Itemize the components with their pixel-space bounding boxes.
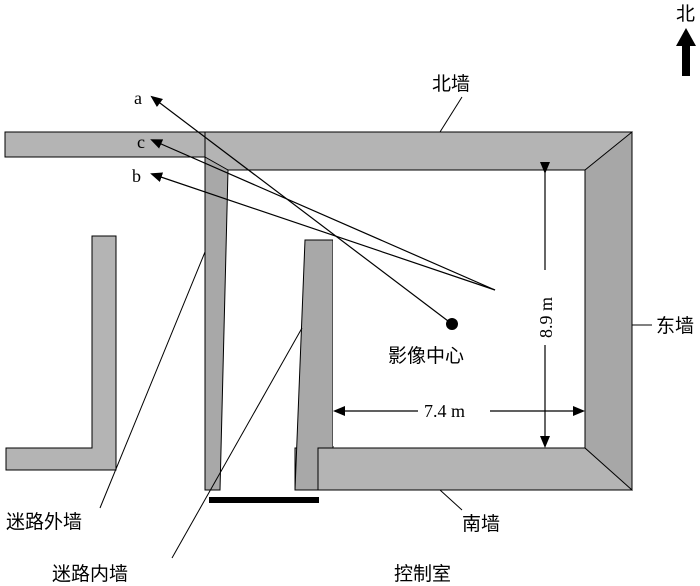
maze-outer-wall bbox=[204, 156, 229, 491]
room-interior bbox=[333, 172, 584, 446]
east-wall-label: 东墙 bbox=[656, 315, 694, 337]
ray-b-line bbox=[150, 172, 496, 291]
ray-a-line bbox=[150, 95, 453, 325]
left-l-wall bbox=[5, 235, 117, 471]
south-wall-label: 南墙 bbox=[462, 513, 500, 535]
north-wall-label: 北墙 bbox=[432, 73, 470, 95]
north-arrow-icon bbox=[676, 28, 696, 76]
north-arrow: 北 bbox=[676, 3, 696, 76]
ray-a-label: a bbox=[134, 88, 142, 108]
width-dimension: 7.4 m bbox=[333, 401, 585, 421]
north-wall-leader bbox=[439, 96, 463, 133]
maze-door bbox=[209, 497, 319, 503]
ray-c-line bbox=[150, 139, 496, 291]
maze-inner-wall-label: 迷路内墙 bbox=[52, 563, 128, 585]
height-dimension: 8.9 m bbox=[536, 162, 556, 448]
control-room-label: 控制室 bbox=[394, 563, 451, 585]
top-left-wall bbox=[4, 131, 206, 158]
width-dimension-label: 7.4 m bbox=[424, 401, 465, 421]
maze-outer-wall-leader bbox=[99, 251, 206, 509]
north-arrow-label: 北 bbox=[676, 3, 695, 25]
ray-b-label: b bbox=[132, 166, 141, 186]
room-corner-shade bbox=[584, 130, 633, 492]
south-wall-leader bbox=[439, 489, 463, 511]
ray-c-label: c bbox=[137, 132, 145, 152]
height-dimension-label: 8.9 m bbox=[536, 297, 556, 338]
maze-inner-wall-leader bbox=[171, 327, 303, 559]
image-center-label: 影像中心 bbox=[388, 345, 464, 367]
maze-outer-wall-label: 迷路外墙 bbox=[6, 511, 82, 533]
